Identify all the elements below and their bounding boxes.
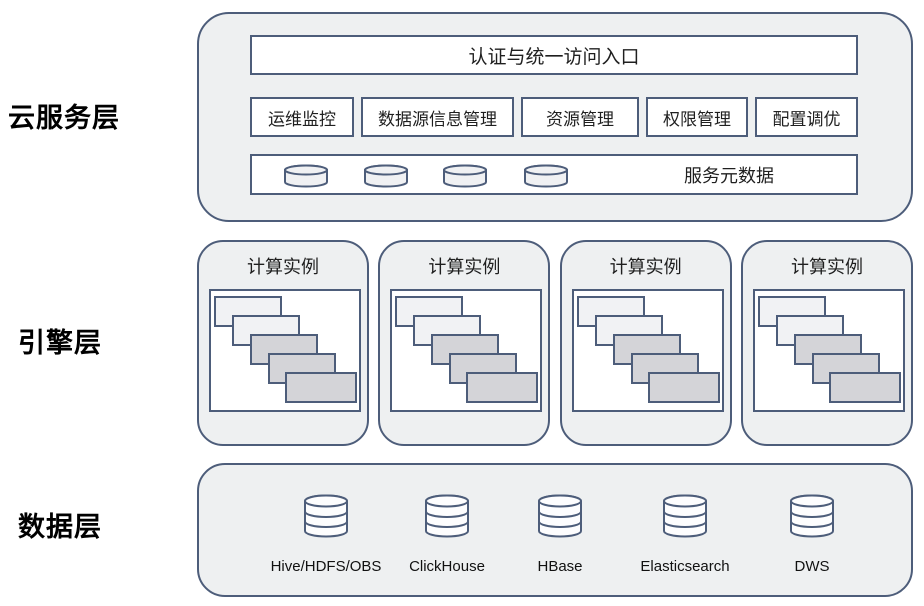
database-icon (425, 494, 469, 538)
compute-instance-title: 计算实例 (247, 257, 319, 277)
layer-label-cloud-services: 云服务层 (8, 103, 120, 133)
compute-instance-title: 计算实例 (790, 257, 863, 277)
instance-panel (647, 372, 720, 403)
data-layer-container: Hive/HDFS/OBS ClickHouse HBase (197, 463, 913, 597)
disk-cylinder-icon (524, 164, 568, 188)
datastore-hive-hdfs-obs: Hive/HDFS/OBS (261, 493, 391, 575)
layer-label-data: 数据层 (18, 512, 102, 542)
datastore-elasticsearch: Elasticsearch (620, 493, 750, 575)
service-metadata-box: 服务元数据 (250, 154, 858, 195)
datastore-label: Elasticsearch (640, 558, 730, 575)
engine-layer-row: 计算实例 计算实例 计算实例 (197, 240, 913, 446)
compute-instance-card: 计算实例 (378, 240, 551, 446)
auth-unified-access-entry-box: 认证与统一访问入口 (250, 35, 858, 75)
compute-instance-card: 计算实例 (740, 240, 913, 446)
datastore-hbase: HBase (495, 493, 625, 575)
service-box-resource-mgmt: 资源管理 (521, 97, 639, 137)
database-icon (304, 494, 348, 538)
disk-cylinder-icon (443, 164, 487, 188)
layered-instances-icon (390, 289, 543, 412)
database-icon (538, 494, 582, 538)
layer-label-engine: 引擎层 (18, 328, 102, 358)
disk-cylinder-icon (364, 164, 408, 188)
layered-instances-icon (752, 289, 905, 412)
compute-instance-title: 计算实例 (428, 257, 501, 277)
datastore-label: DWS (794, 558, 830, 575)
datastore-label: ClickHouse (409, 558, 485, 575)
datastore-label: Hive/HDFS/OBS (270, 558, 382, 575)
service-metadata-label: 服务元数据 (684, 165, 774, 186)
service-box-permission-mgmt: 权限管理 (646, 97, 748, 137)
compute-instance-title: 计算实例 (609, 257, 682, 277)
instance-panel (285, 372, 357, 403)
datastore-clickhouse: ClickHouse (382, 493, 512, 575)
datastore-label: HBase (537, 558, 583, 575)
instance-panel (828, 372, 901, 403)
compute-instance-card: 计算实例 (559, 240, 732, 446)
service-box-config-tuning: 配置调优 (755, 97, 858, 137)
layered-instances-icon (571, 289, 724, 412)
service-box-ops-monitoring: 运维监控 (250, 97, 354, 137)
service-box-datasource-info-mgmt: 数据源信息管理 (361, 97, 514, 137)
database-icon (663, 494, 707, 538)
cloud-service-layer-container: 认证与统一访问入口 运维监控 数据源信息管理 资源管理 权限管理 配置调优 (197, 12, 913, 222)
instance-panel (466, 372, 539, 403)
database-icon (790, 494, 834, 538)
service-box-row: 运维监控 数据源信息管理 资源管理 权限管理 配置调优 (250, 97, 858, 137)
datastore-dws: DWS (747, 493, 877, 575)
compute-instance-card: 计算实例 (197, 240, 369, 446)
disk-cylinder-icon (284, 164, 328, 188)
layered-instances-icon (209, 289, 361, 412)
